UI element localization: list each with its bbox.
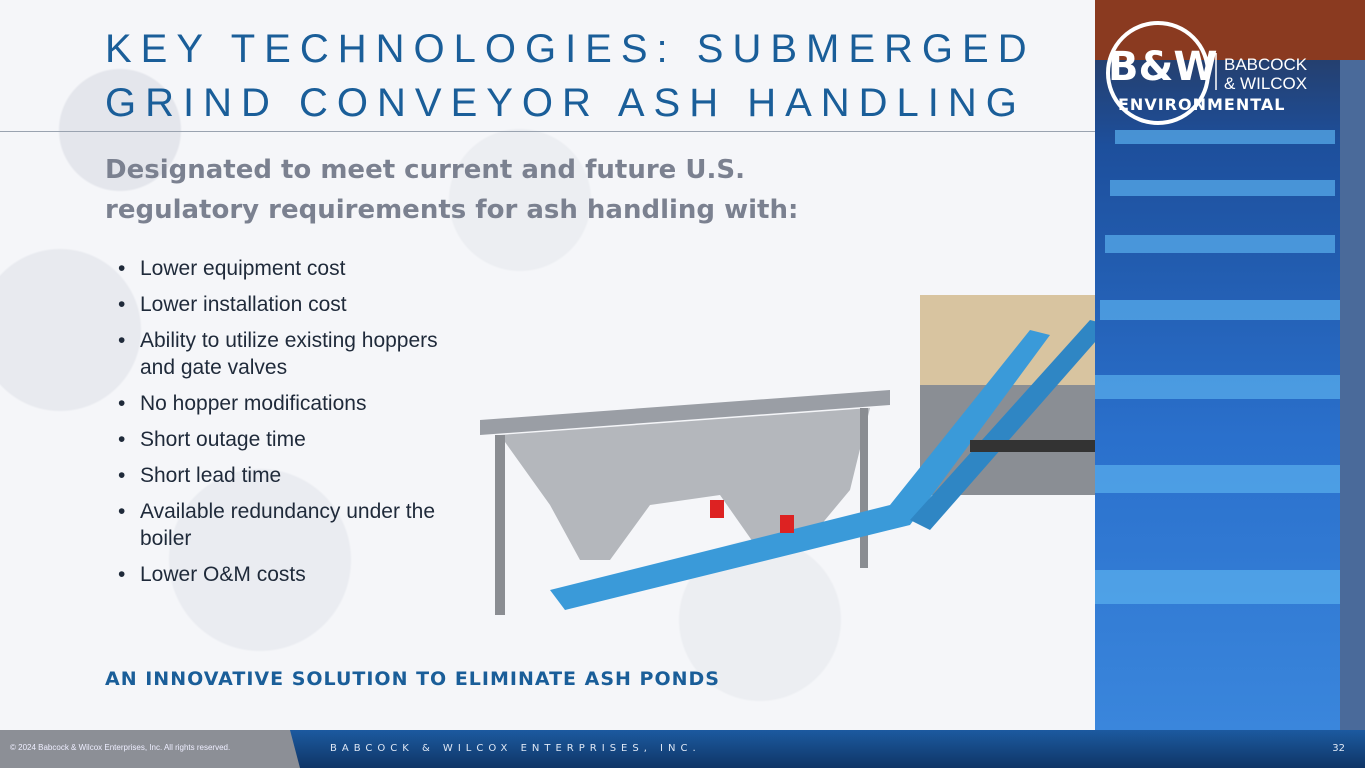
footer-gray-panel bbox=[0, 730, 300, 768]
conveyor-illustration bbox=[480, 295, 1180, 615]
bullet-list: Lower equipment cost Lower installation … bbox=[118, 255, 470, 597]
bullet-item: Available redundancy under the boiler bbox=[118, 498, 470, 552]
bw-environmental-logo: B&W BABCOCK & WILCOX ENVIRONMENTAL bbox=[1100, 18, 1310, 128]
title-divider bbox=[0, 131, 1095, 132]
bullet-item: No hopper modifications bbox=[118, 390, 470, 417]
slide-title: KEY TECHNOLOGIES: SUBMERGED GRIND CONVEY… bbox=[105, 22, 1036, 130]
svg-text:ENVIRONMENTAL: ENVIRONMENTAL bbox=[1118, 95, 1285, 114]
bullet-item: Lower installation cost bbox=[118, 291, 470, 318]
bullet-item: Ability to utilize existing hoppers and … bbox=[118, 327, 470, 381]
title-line-1: KEY TECHNOLOGIES: SUBMERGED bbox=[105, 27, 1036, 71]
conveyor-photo bbox=[1095, 0, 1365, 730]
bullet-item: Short lead time bbox=[118, 462, 470, 489]
tagline: AN INNOVATIVE SOLUTION TO ELIMINATE ASH … bbox=[105, 668, 720, 690]
footer: © 2024 Babcock & Wilcox Enterprises, Inc… bbox=[0, 730, 1365, 768]
footer-company: BABCOCK & WILCOX ENTERPRISES, INC. bbox=[330, 743, 701, 754]
conveyor-flights-image bbox=[1095, 0, 1365, 730]
svg-text:B&W: B&W bbox=[1108, 44, 1218, 90]
background-texture bbox=[0, 0, 1095, 730]
svg-text:& WILCOX: & WILCOX bbox=[1224, 74, 1307, 93]
copyright: © 2024 Babcock & Wilcox Enterprises, Inc… bbox=[10, 743, 231, 752]
svg-text:BABCOCK: BABCOCK bbox=[1224, 55, 1308, 74]
slide-subtitle: Designated to meet current and future U.… bbox=[105, 155, 799, 225]
bullet-item: Short outage time bbox=[118, 426, 470, 453]
title-line-2: GRIND CONVEYOR ASH HANDLING bbox=[105, 81, 1026, 125]
page-number: 32 bbox=[1332, 743, 1345, 754]
bullet-item: Lower O&M costs bbox=[118, 561, 470, 588]
bullet-item: Lower equipment cost bbox=[118, 255, 470, 282]
